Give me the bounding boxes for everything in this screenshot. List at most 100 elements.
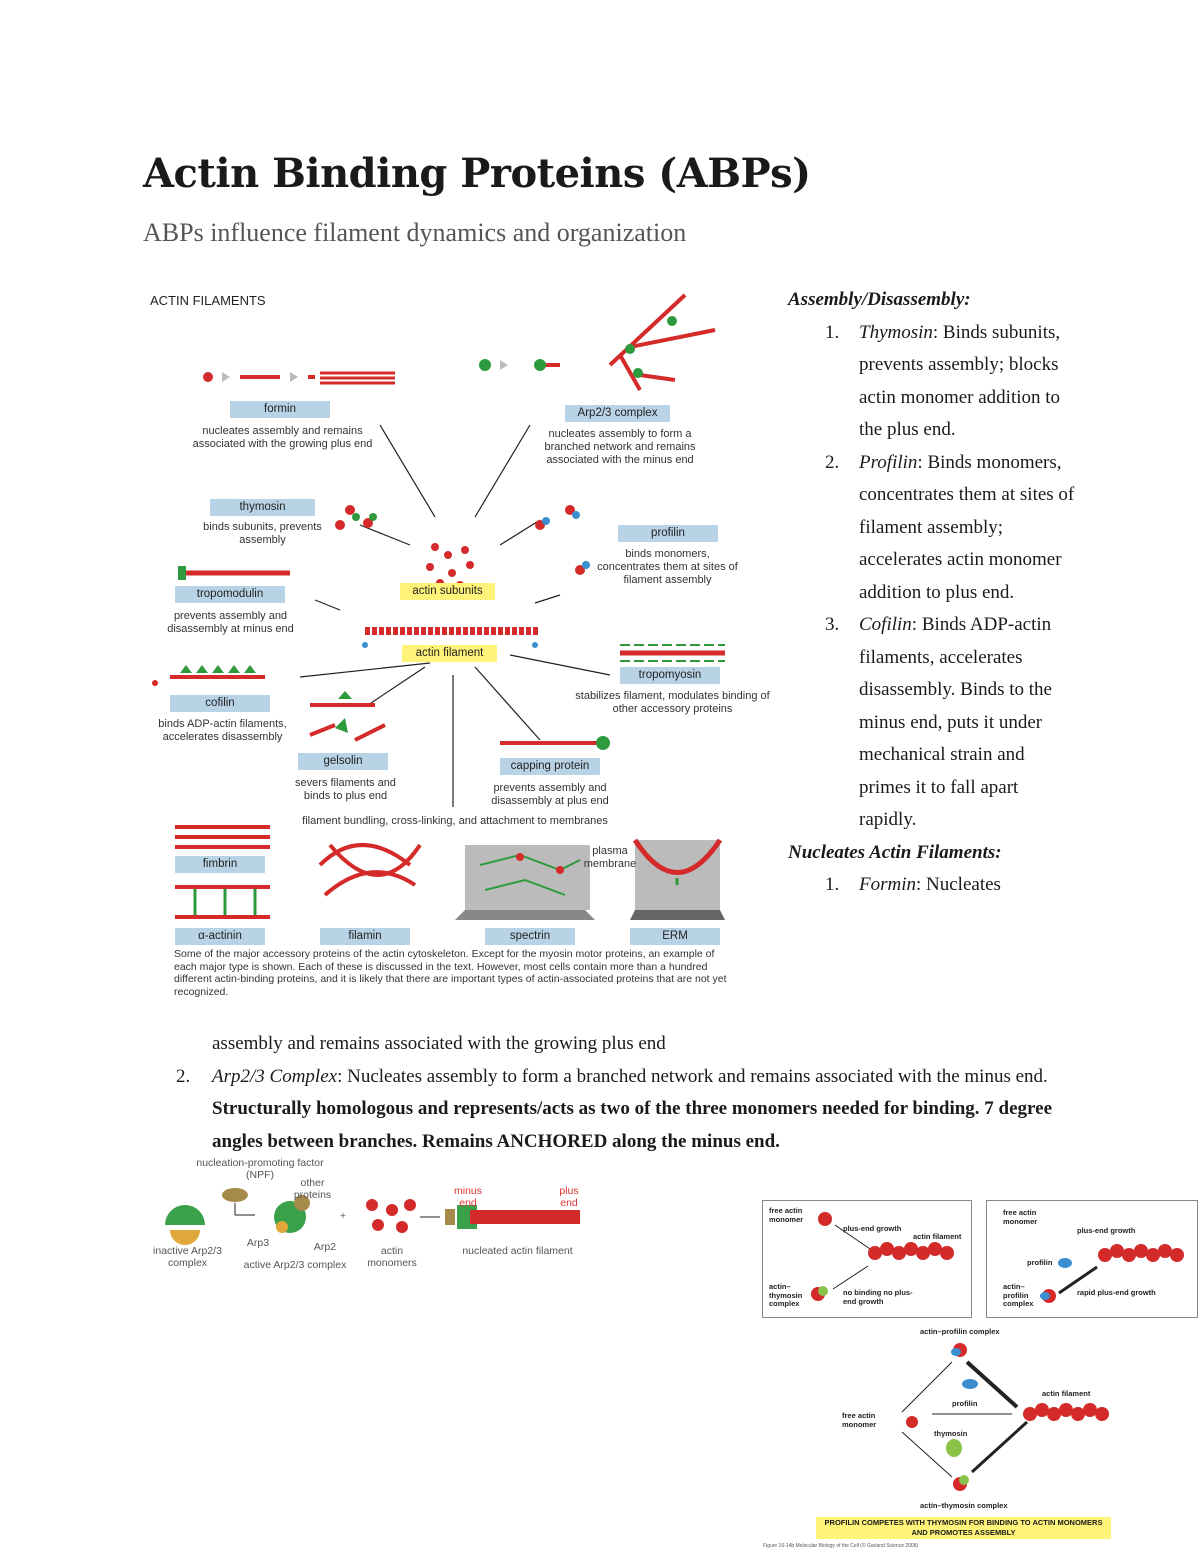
list-item: 1. Formin: Nucleates [788, 869, 1078, 902]
fimbrin-label: fimbrin [175, 856, 265, 873]
list-number: 1. [825, 321, 840, 343]
protein-name: Formin [859, 874, 916, 895]
thymosin-desc: binds subunits, prevents assembly [203, 521, 322, 546]
protein-desc: : Nucleates [916, 874, 1001, 895]
monomers-label: actin monomers [367, 1245, 417, 1269]
filamin-diagram [318, 843, 422, 897]
actin-filament-label-1: actin filament [913, 1232, 962, 1241]
arp2-label: Arp2 [313, 1241, 337, 1253]
fimbrin-diagram [175, 825, 270, 919]
other-proteins-label: other proteins [293, 1177, 332, 1201]
list-item: 2. Profilin: Binds monomers, concentrates… [788, 447, 1078, 610]
protein-desc: : Nucleates assembly to form a branched … [337, 1065, 1048, 1087]
free-monomer-label-2: free actin monomer [1003, 1208, 1038, 1226]
arp-activation-figure: nucleation-promoting factor (NPF) other … [140, 1155, 590, 1275]
arp-activation-graphics [165, 1188, 580, 1245]
protein-name: Cofilin [859, 614, 912, 635]
tropomodulin-diagram [178, 566, 290, 580]
actin-profilin-top-label: actin–profilin complex [920, 1327, 1000, 1336]
inactive-arp [165, 1205, 205, 1245]
competition-banner: PROFILIN COMPETES WITH THYMOSIN FOR BIND… [816, 1517, 1111, 1539]
assembly-list: 1. Thymosin: Binds subunits, prevents ass… [788, 317, 1078, 837]
free-monomer-label-3: free actin monomer [842, 1411, 877, 1429]
erm-label: ERM [630, 928, 720, 945]
profilin-desc: binds monomers, concentrates them at sit… [597, 548, 738, 586]
formin-label: formin [230, 401, 330, 418]
arp-label: Arp2/3 complex [565, 405, 670, 422]
thymosin-panel: free actin monomer plus-end growth actin… [762, 1200, 972, 1318]
profilin-clusters [535, 505, 590, 575]
erm-diagram [630, 838, 725, 920]
plasma-membrane-label: plasma membrane [583, 845, 637, 870]
arp-bold-note: Structurally homologous and represents/a… [212, 1098, 1053, 1152]
list-number: 2. [825, 451, 840, 473]
plus-growth-label-2: plus-end growth [1077, 1226, 1136, 1235]
profilin-panel-graphics [1040, 1244, 1184, 1303]
tropomodulin-desc: prevents assembly and disassembly at min… [167, 610, 294, 635]
protein-desc: : Binds ADP-actin filaments, accelerates… [859, 614, 1052, 830]
spectrin-label: spectrin [485, 928, 575, 945]
filamin-label: filamin [320, 928, 410, 945]
abp-figure: ACTIN FILAMENTS formin nucleates assembl… [140, 285, 780, 1005]
monomers [366, 1199, 416, 1233]
tropomodulin-label: tropomodulin [175, 586, 285, 603]
notes-column: Assembly/Disassembly: 1.Thymosin: Binds … [788, 284, 1078, 902]
list-item: 3. Cofilin: Binds ADP-actin filaments, ac… [788, 609, 1078, 837]
page-subtitle: ABPs influence filament dynamics and org… [143, 218, 687, 247]
actin-filament-label: actin filament [402, 645, 497, 662]
protein-desc: : Binds subunits, prevents assembly; blo… [859, 321, 1061, 441]
npf [222, 1188, 255, 1216]
plus-end-label: plus end [559, 1185, 579, 1209]
capping-desc: prevents assembly and disassembly at plu… [491, 782, 609, 807]
formin-desc: nucleates assembly and remains associate… [192, 425, 373, 450]
protein-name: Profilin [859, 451, 918, 473]
list-number: 3. [825, 614, 840, 635]
nucleated-filament [445, 1205, 580, 1229]
actin-profilin-label: actin–profilin complex [1003, 1282, 1034, 1308]
profilin-panel: free actin monomer plus-end growth profi… [986, 1200, 1198, 1318]
thymosin-panel-graphics [811, 1212, 954, 1301]
cofilin-label: cofilin [170, 695, 270, 712]
plus-sign: + [339, 1210, 347, 1222]
plus-growth-label: plus-end growth [843, 1224, 902, 1233]
gelsolin-diagram [309, 691, 386, 742]
no-binding-label: no binding no plus-end growth [843, 1288, 913, 1306]
capping-diagram [500, 736, 610, 750]
figure-credit: Figure 16-14b Molecular Biology of the C… [763, 1543, 919, 1549]
protein-name: Thymosin [859, 321, 933, 343]
actin-thymosin-label: actin–thymosin complex [769, 1282, 803, 1308]
active-label: active Arp2/3 complex [243, 1259, 347, 1271]
capping-label: capping protein [500, 758, 600, 775]
minus-end-label: minus end [453, 1185, 482, 1209]
cofilin-desc: binds ADP-actin filaments, accelerates d… [158, 718, 287, 743]
alpha-actinin-label: α-actinin [175, 928, 265, 945]
cofilin-diagram [152, 665, 265, 686]
list-number: 1. [825, 874, 840, 895]
nucleates-heading: Nucleates Actin Filaments: [788, 841, 1002, 863]
arp-diagram [479, 293, 716, 391]
profilin-label-small: profilin [1027, 1258, 1053, 1267]
active-arp [274, 1195, 310, 1233]
thymosin-clusters [335, 505, 377, 530]
arp3-label: Arp3 [246, 1237, 270, 1249]
rapid-growth-label: rapid plus-end growth [1077, 1288, 1156, 1297]
figure-heading: ACTIN FILAMENTS [150, 293, 266, 308]
competition-panel: actin–profilin complex profilin actin fi… [762, 1322, 1196, 1517]
inactive-label: inactive Arp2/3 complex [153, 1245, 222, 1269]
protein-desc: : Binds monomers, concentrates them at s… [859, 451, 1075, 603]
assembly-heading: Assembly/Disassembly: [788, 289, 971, 310]
profilin-label: profilin [618, 525, 718, 542]
list-number: 2. [176, 1065, 191, 1087]
formin-continuation: assembly and remains associated with the… [212, 1033, 666, 1054]
gelsolin-label: gelsolin [298, 753, 388, 770]
tropomyosin-label: tropomyosin [620, 667, 720, 684]
bundling-label: filament bundling, cross-linking, and at… [302, 815, 608, 827]
actin-filament-strand [362, 627, 540, 648]
tropomyosin-diagram [620, 644, 725, 662]
protein-name: Arp2/3 Complex [212, 1065, 338, 1087]
npf-label: nucleation-promoting factor (NPF) [196, 1157, 324, 1181]
tropomyosin-desc: stabilizes filament, modulates binding o… [575, 690, 770, 715]
notes-continuation: assembly and remains associated with the… [176, 1028, 1062, 1158]
gelsolin-desc: severs filaments and binds to plus end [295, 777, 396, 802]
abp-figure-graphics [152, 293, 725, 920]
